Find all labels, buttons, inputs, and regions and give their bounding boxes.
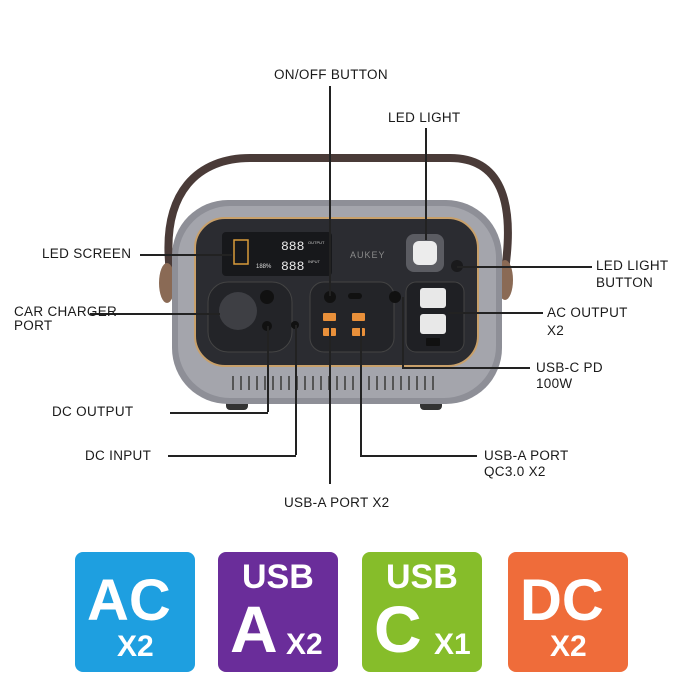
badge-dc-count: X2 (550, 630, 587, 663)
usb-c-port (348, 293, 362, 299)
car-charger-button (260, 290, 274, 304)
leader-dc-input-h (168, 455, 296, 457)
label-ac-output-line1: AC OUTPUT (547, 305, 628, 320)
power-station-illustration: 888 888 188% OUTPUT INPUT AUKEY (159, 154, 513, 410)
label-ac-output-line2: X2 (547, 323, 565, 338)
badge-usb-c: USB C X1 (362, 552, 482, 672)
leader-qc-v (360, 322, 362, 455)
carry-handle (164, 154, 512, 276)
label-dc-output: DC OUTPUT (52, 404, 134, 419)
ac-outlet-1 (420, 288, 446, 308)
leader-led-button (457, 266, 592, 268)
label-usbc-pd-line2: 100W (536, 376, 573, 391)
badge-usb-a-count: X2 (286, 628, 323, 661)
label-on-off-button: ON/OFF BUTTON (274, 67, 388, 82)
badge-usb-a: USB A X2 (218, 552, 338, 672)
lcd-output-tag: OUTPUT (308, 240, 325, 245)
lcd-output-value: 888 (281, 239, 304, 254)
ac-outlet-2 (420, 314, 446, 334)
badge-ac-big: AC (87, 568, 171, 633)
label-led-light-button-line2: BUTTON (596, 275, 654, 290)
lcd-screen (222, 232, 332, 276)
badge-usb-a-top: USB (242, 558, 314, 596)
lcd-percent: 188% (256, 264, 272, 270)
badge-usb-c-big: C (374, 592, 422, 666)
lcd-input-tag: INPUT (308, 259, 321, 264)
leader-car-charger (90, 313, 220, 315)
leader-usba-v (329, 322, 331, 484)
usb-a-qc-port-1 (352, 313, 365, 321)
label-usba-x2: USB-A PORT X2 (284, 495, 390, 510)
badge-usb-c-top: USB (386, 558, 458, 596)
leader-usbc-h (402, 367, 530, 369)
label-car-charger-line1: CAR CHARGER (14, 304, 118, 319)
badge-ac: AC X2 (75, 552, 195, 672)
leader-led-screen (140, 254, 232, 256)
badge-dc-big: DC (520, 568, 604, 633)
label-led-light: LED LIGHT (388, 110, 461, 125)
leader-ac-output (448, 312, 543, 314)
label-usba-qc-line1: USB-A PORT (484, 448, 569, 463)
handle-hub-left (159, 263, 175, 303)
badge-dc: DC X2 (508, 552, 628, 672)
usb-a-qc-port-2 (352, 328, 365, 336)
badge-usb-c-count: X1 (434, 628, 471, 661)
leader-dc-input-v (295, 325, 297, 455)
badge-usb-a-big: A (230, 592, 278, 666)
lcd-input-value: 888 (281, 259, 304, 274)
label-usbc-pd-line1: USB-C PD (536, 360, 603, 375)
leader-qc-h (360, 455, 477, 457)
ac-power-button (389, 291, 401, 303)
leader-usbc-v (402, 297, 404, 367)
on-off-button (324, 291, 336, 303)
leader-led-light (425, 128, 427, 240)
label-led-light-button-line1: LED LIGHT (596, 258, 669, 273)
label-led-screen: LED SCREEN (42, 246, 132, 261)
label-usba-qc-line2: QC3.0 X2 (484, 464, 546, 479)
usb-a-port-1 (323, 313, 336, 321)
leader-on-off (329, 86, 331, 296)
brand-logo: AUKEY (350, 250, 386, 260)
lcd-battery-icon (233, 239, 249, 265)
badge-ac-count: X2 (117, 630, 154, 663)
label-car-charger-line2: PORT (14, 318, 53, 333)
leader-dc-output-v (267, 326, 269, 412)
leader-dc-output-h (170, 412, 268, 414)
label-dc-input: DC INPUT (85, 448, 152, 463)
car-charger-port (219, 292, 257, 330)
ac-switch (426, 338, 440, 346)
